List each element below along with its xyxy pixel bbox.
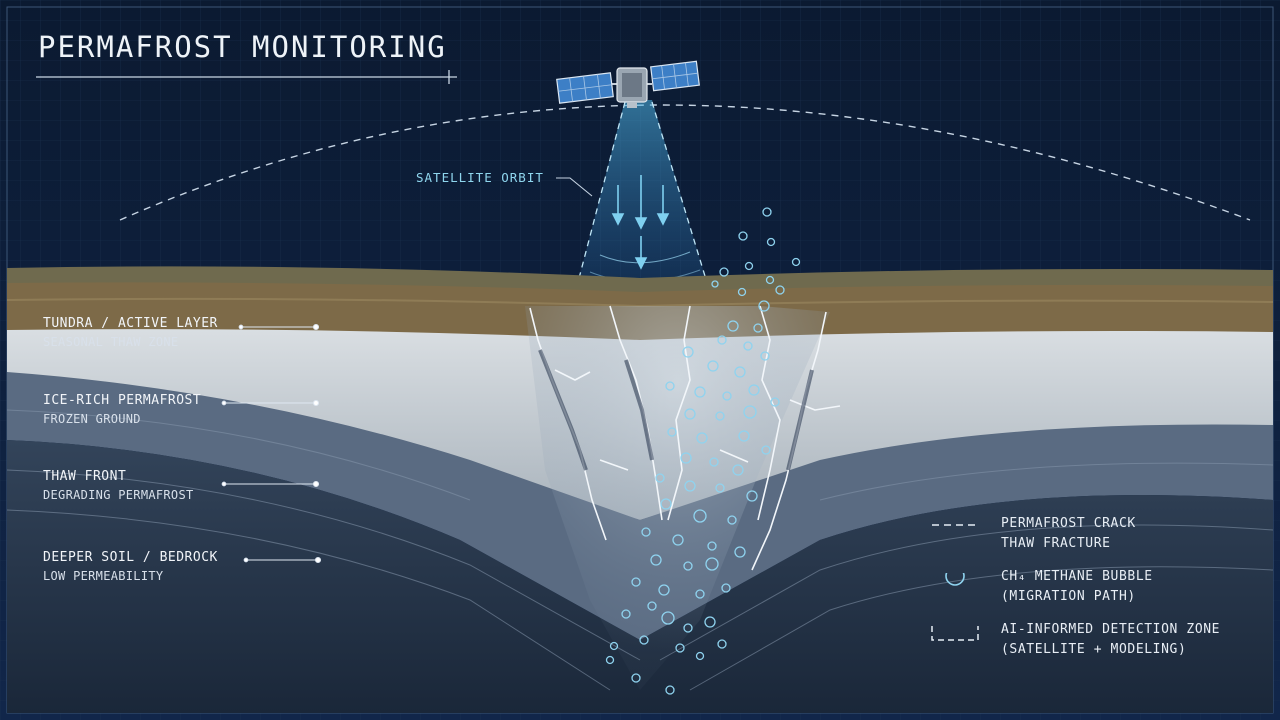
thaw-front-layer — [7, 372, 1273, 640]
thaw-collapse-zone — [525, 306, 830, 690]
layer-description: FROZEN GROUND — [43, 412, 141, 426]
layer-label-bedrock: DEEPER SOIL / BEDROCK LOW PERMEABILITY — [43, 550, 218, 583]
layer-name: TUNDRA / ACTIVE LAYER — [43, 316, 218, 331]
methane-bubbles — [605, 207, 801, 695]
layer-name: THAW FRONT — [43, 469, 127, 484]
page-title: PERMAFROST MONITORING — [38, 30, 447, 64]
satellite-icon — [556, 60, 700, 108]
layer-label-thaw-front: THAW FRONT DEGRADING PERMAFROST — [43, 469, 194, 502]
bubble-icon — [945, 573, 965, 586]
layer-label-tundra: TUNDRA / ACTIVE LAYER SEASONAL THAW ZONE — [43, 316, 218, 349]
layer-name: ICE-RICH PERMAFROST — [43, 393, 202, 408]
bedrock-layer — [7, 440, 1273, 713]
orbit-label: SATELLITE ORBIT — [416, 170, 544, 185]
layer-description: DEGRADING PERMAFROST — [43, 488, 194, 502]
beam-arrows — [611, 175, 670, 270]
dashed-box-icon — [931, 626, 979, 641]
layer-name: DEEPER SOIL / BEDROCK — [43, 550, 218, 565]
legend-crack: PERMAFROST CRACK THAW FRACTURE — [930, 516, 1250, 560]
orbit-label-leader — [556, 177, 593, 197]
layer-leader-lines — [221, 323, 322, 564]
legend-label: AI-INFORMED DETECTION ZONE — [1001, 622, 1221, 637]
strata-lines — [6, 409, 1274, 691]
dashed-line-icon — [932, 524, 980, 526]
layer-description: LOW PERMEABILITY — [43, 569, 164, 583]
legend-detection-zone: AI-INFORMED DETECTION ZONE (SATELLITE + … — [930, 622, 1250, 666]
legend-label: CH₄ METHANE BUBBLE — [1001, 569, 1153, 584]
legend-sublabel: THAW FRACTURE — [1001, 536, 1111, 551]
crack-shadows — [538, 349, 814, 471]
layer-description: SEASONAL THAW ZONE — [43, 335, 179, 349]
legend-sublabel: (MIGRATION PATH) — [1001, 589, 1136, 604]
legend-bubble: CH₄ METHANE BUBBLE (MIGRATION PATH) — [930, 569, 1250, 613]
legend-label: PERMAFROST CRACK — [1001, 516, 1136, 531]
layer-label-ice-rich: ICE-RICH PERMAFROST FROZEN GROUND — [43, 393, 201, 426]
legend-sublabel: (SATELLITE + MODELING) — [1001, 642, 1187, 657]
